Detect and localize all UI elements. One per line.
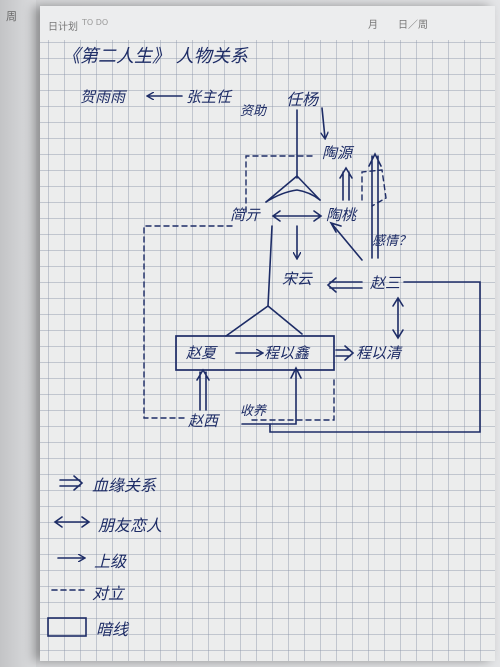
edge-raise: [241, 369, 297, 425]
dashed-right-box: [249, 379, 335, 421]
node-tao-tao: 陶桃: [326, 206, 357, 224]
edge-fork-upper: [265, 175, 321, 203]
edge-ren-to-taoyuan: [322, 107, 325, 138]
node-zhao-xia: 赵夏: [186, 344, 217, 362]
day-week-label: 日／周: [398, 20, 428, 31]
node-tao-yuan: 陶源: [322, 144, 353, 162]
node-jian-yi: 简亓: [230, 206, 261, 224]
node-cheng-yiqing: 程以清: [356, 344, 402, 362]
edge-label-feelings: 感情？: [372, 234, 412, 249]
node-zhang-zhuren: 张主任: [186, 88, 232, 106]
page-header: [40, 6, 495, 40]
dashed-taotao-loop: [361, 169, 387, 207]
legend-friend-arrow: [53, 516, 91, 528]
legend-opposed-label: 对立: [92, 584, 125, 603]
planner-sublabel: TO DO: [82, 18, 109, 27]
edge-outer-loop: [269, 281, 481, 433]
edge-jianyi-taotao: [271, 210, 323, 222]
node-cheng-yixin: 程以鑫: [264, 344, 310, 362]
diagram-title: 《第二人生》 人物关系: [62, 46, 248, 67]
legend-hidden-box: [47, 617, 87, 637]
planner-label: 日计划: [48, 22, 78, 33]
legend-hidden-label: 暗线: [96, 620, 129, 639]
legend-blood-arrow: [59, 475, 84, 491]
legend-friend-label: 朋友恋人: [98, 516, 163, 535]
dashed-left-loop: [143, 225, 233, 419]
node-zhao-xi: 赵西: [188, 412, 219, 430]
left-page-edge: 周: [0, 0, 36, 667]
month-label: 月: [368, 20, 378, 31]
edge-label-help: 资助: [240, 104, 267, 119]
node-song-yun: 宋云: [282, 270, 313, 288]
edge-feelings: [329, 221, 363, 261]
left-page-heading: 周: [6, 10, 17, 23]
edge-jianyi-down: [267, 225, 273, 307]
edge-zhaosan-qing: [392, 296, 404, 340]
legend-superior-label: 上级: [94, 552, 127, 571]
edge-fork-lower: [225, 305, 303, 337]
dashed-jianyi-taoyuan: [245, 155, 317, 213]
node-he-wenwen: 贺雨雨: [80, 88, 126, 106]
legend-blood-label: 血缘关系: [92, 476, 157, 495]
edge-cheng-qing: [335, 345, 355, 361]
edge-taotao-taoyuan: [339, 166, 353, 201]
edge-zhaoxi-zhaoxia: [196, 368, 210, 411]
node-zhao-san: 赵三: [370, 274, 401, 292]
hidden-line-box: [175, 335, 335, 371]
edge-zhaosan-songyun: [326, 277, 363, 293]
notebook-page: [40, 6, 495, 661]
edge-taoyuan-zhaosan: [368, 152, 382, 259]
edge-label-raise: 收养: [240, 404, 267, 419]
node-ren-yang: 任杨: [286, 90, 319, 109]
